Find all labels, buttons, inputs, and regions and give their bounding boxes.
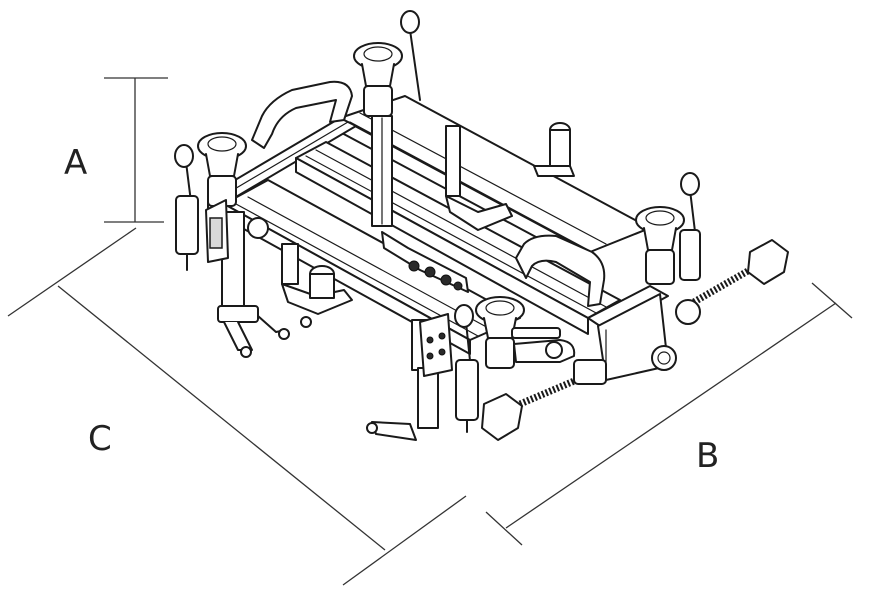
knob-front xyxy=(454,296,525,433)
handle-back xyxy=(251,80,353,149)
rail-right xyxy=(587,285,669,381)
leg-mid xyxy=(281,243,353,328)
knurled-knob xyxy=(651,345,677,371)
dimension-c xyxy=(7,227,467,586)
dimension-b xyxy=(485,282,853,546)
leg-back xyxy=(445,122,575,231)
knob-top-center xyxy=(353,10,421,227)
handle-front xyxy=(515,234,606,307)
dimension-a xyxy=(104,77,168,223)
bolt-bracket xyxy=(381,231,469,293)
threaded-rod-right xyxy=(675,239,789,325)
clamp-lever xyxy=(511,327,576,363)
knob-right xyxy=(635,172,701,285)
dimension-label-b: B xyxy=(696,436,719,476)
knob-left xyxy=(174,132,247,271)
dimension-label-c: C xyxy=(88,419,112,459)
dimension-label-a: A xyxy=(64,143,87,183)
fixture-assembly xyxy=(174,10,789,441)
threaded-rod-front xyxy=(481,359,607,441)
side-plate-left xyxy=(205,199,269,263)
side-plate-front xyxy=(419,313,453,377)
